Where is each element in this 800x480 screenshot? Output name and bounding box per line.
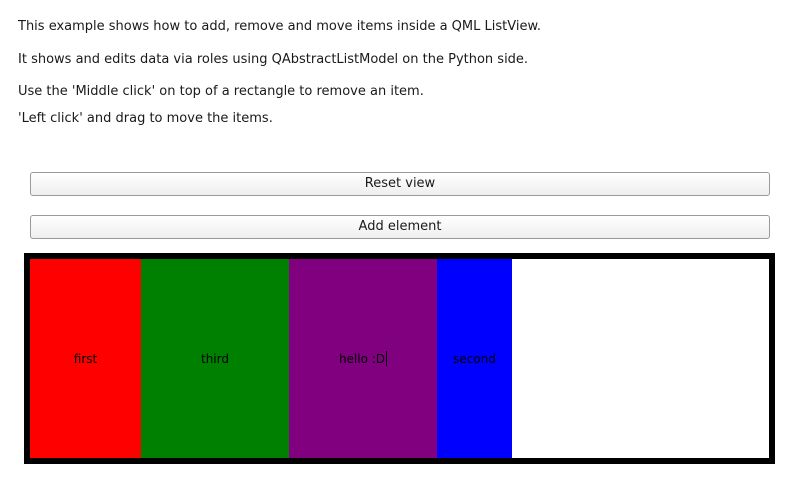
- list-item[interactable]: third: [141, 259, 289, 458]
- list-item[interactable]: hello :D: [289, 259, 437, 458]
- text-cursor: [386, 351, 388, 366]
- listview[interactable]: first third hello :D second: [30, 259, 769, 458]
- list-item-label: first: [73, 351, 98, 366]
- list-item[interactable]: first: [30, 259, 141, 458]
- instruction-line-middle-click: Use the 'Middle click' on top of a recta…: [18, 84, 424, 99]
- instruction-line-listview: This example shows how to add, remove an…: [18, 19, 542, 34]
- listview-container: first third hello :D second: [24, 253, 775, 464]
- list-item-label: third: [201, 351, 229, 366]
- list-item-text-input[interactable]: hello :D: [338, 351, 388, 366]
- list-item[interactable]: second: [437, 259, 512, 458]
- reset-view-button[interactable]: Reset view: [30, 172, 770, 196]
- add-element-button[interactable]: Add element: [30, 215, 770, 239]
- instruction-line-left-click: 'Left click' and drag to move the items.: [18, 111, 273, 126]
- instruction-line-model: It shows and edits data via roles using …: [18, 52, 529, 67]
- list-item-label: second: [453, 351, 496, 366]
